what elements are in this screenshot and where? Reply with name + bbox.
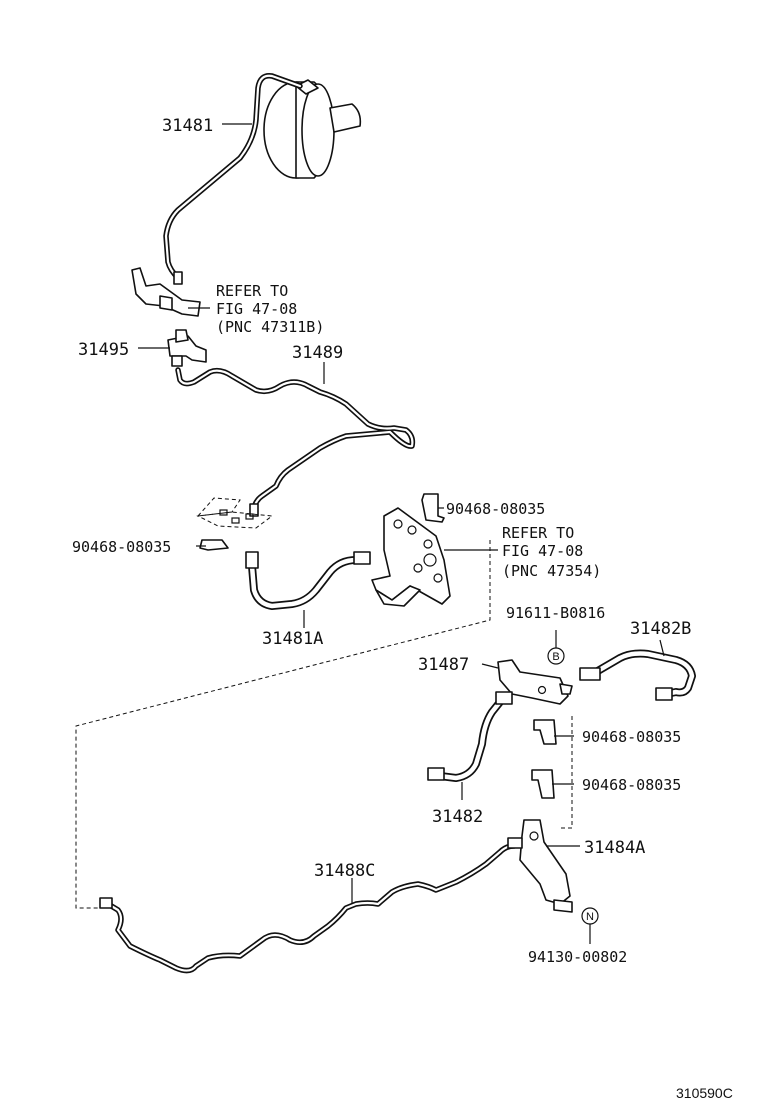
joint-31495 bbox=[167, 329, 207, 367]
brake-hose-31482B bbox=[579, 649, 696, 701]
brake-tube-31488C bbox=[99, 837, 523, 974]
refer1-line3: (PNC 47311B) bbox=[216, 318, 324, 336]
label-31482: 31482 bbox=[432, 807, 483, 827]
label-31481A: 31481A bbox=[262, 629, 323, 649]
refer2-line2: FIG 47-08 bbox=[502, 542, 583, 560]
refer1-line1: REFER TO bbox=[216, 282, 288, 300]
brake-tube-31481 bbox=[163, 73, 303, 285]
marker-b-icon: B bbox=[547, 647, 565, 665]
label-94130: 94130-00802 bbox=[528, 948, 627, 966]
leader-lines bbox=[138, 123, 665, 944]
figure-code: 310590C bbox=[676, 1085, 733, 1101]
label-31487: 31487 bbox=[418, 655, 469, 675]
bracket-31487 bbox=[497, 659, 573, 705]
label-clip-right-2: 90468-08035 bbox=[582, 776, 681, 794]
label-clip-left: 90468-08035 bbox=[72, 538, 171, 556]
marker-n-text: N bbox=[586, 911, 594, 923]
master-cylinder bbox=[263, 79, 362, 179]
brake-tube-31489 bbox=[175, 367, 416, 517]
label-31489: 31489 bbox=[292, 343, 343, 363]
dashed-reference-line bbox=[75, 540, 491, 909]
label-31481: 31481 bbox=[162, 116, 213, 136]
label-clip-upper: 90468-08035 bbox=[446, 500, 545, 518]
clip-upper bbox=[421, 493, 445, 523]
marker-n-icon: N bbox=[581, 907, 599, 925]
clip-right-2 bbox=[531, 769, 555, 799]
bracket-31484A bbox=[519, 819, 573, 913]
upper-bracket bbox=[131, 267, 201, 317]
bracket-plate bbox=[371, 507, 451, 607]
refer1-line2: FIG 47-08 bbox=[216, 300, 297, 318]
label-clip-right-1: 90468-08035 bbox=[582, 728, 681, 746]
clip-dashed-leader bbox=[560, 716, 573, 829]
refer2-line1: REFER TO bbox=[502, 524, 574, 542]
clip-right-1 bbox=[533, 719, 557, 745]
brake-hose-31482 bbox=[427, 691, 513, 782]
clip-left bbox=[199, 539, 229, 551]
label-91611: 91611-B0816 bbox=[506, 604, 605, 622]
label-31488C: 31488C bbox=[314, 861, 375, 881]
refer-note-2: REFER TO FIG 47-08 (PNC 47354) bbox=[502, 524, 601, 580]
mount-outline bbox=[196, 497, 274, 529]
brake-hose-31481A bbox=[245, 551, 371, 610]
marker-b-text: B bbox=[552, 651, 559, 663]
label-31484A: 31484A bbox=[584, 838, 645, 858]
refer2-line3: (PNC 47354) bbox=[502, 562, 601, 580]
label-31495: 31495 bbox=[78, 340, 129, 360]
refer-note-1: REFER TO FIG 47-08 (PNC 47311B) bbox=[216, 282, 324, 336]
label-31482B: 31482B bbox=[630, 619, 691, 639]
